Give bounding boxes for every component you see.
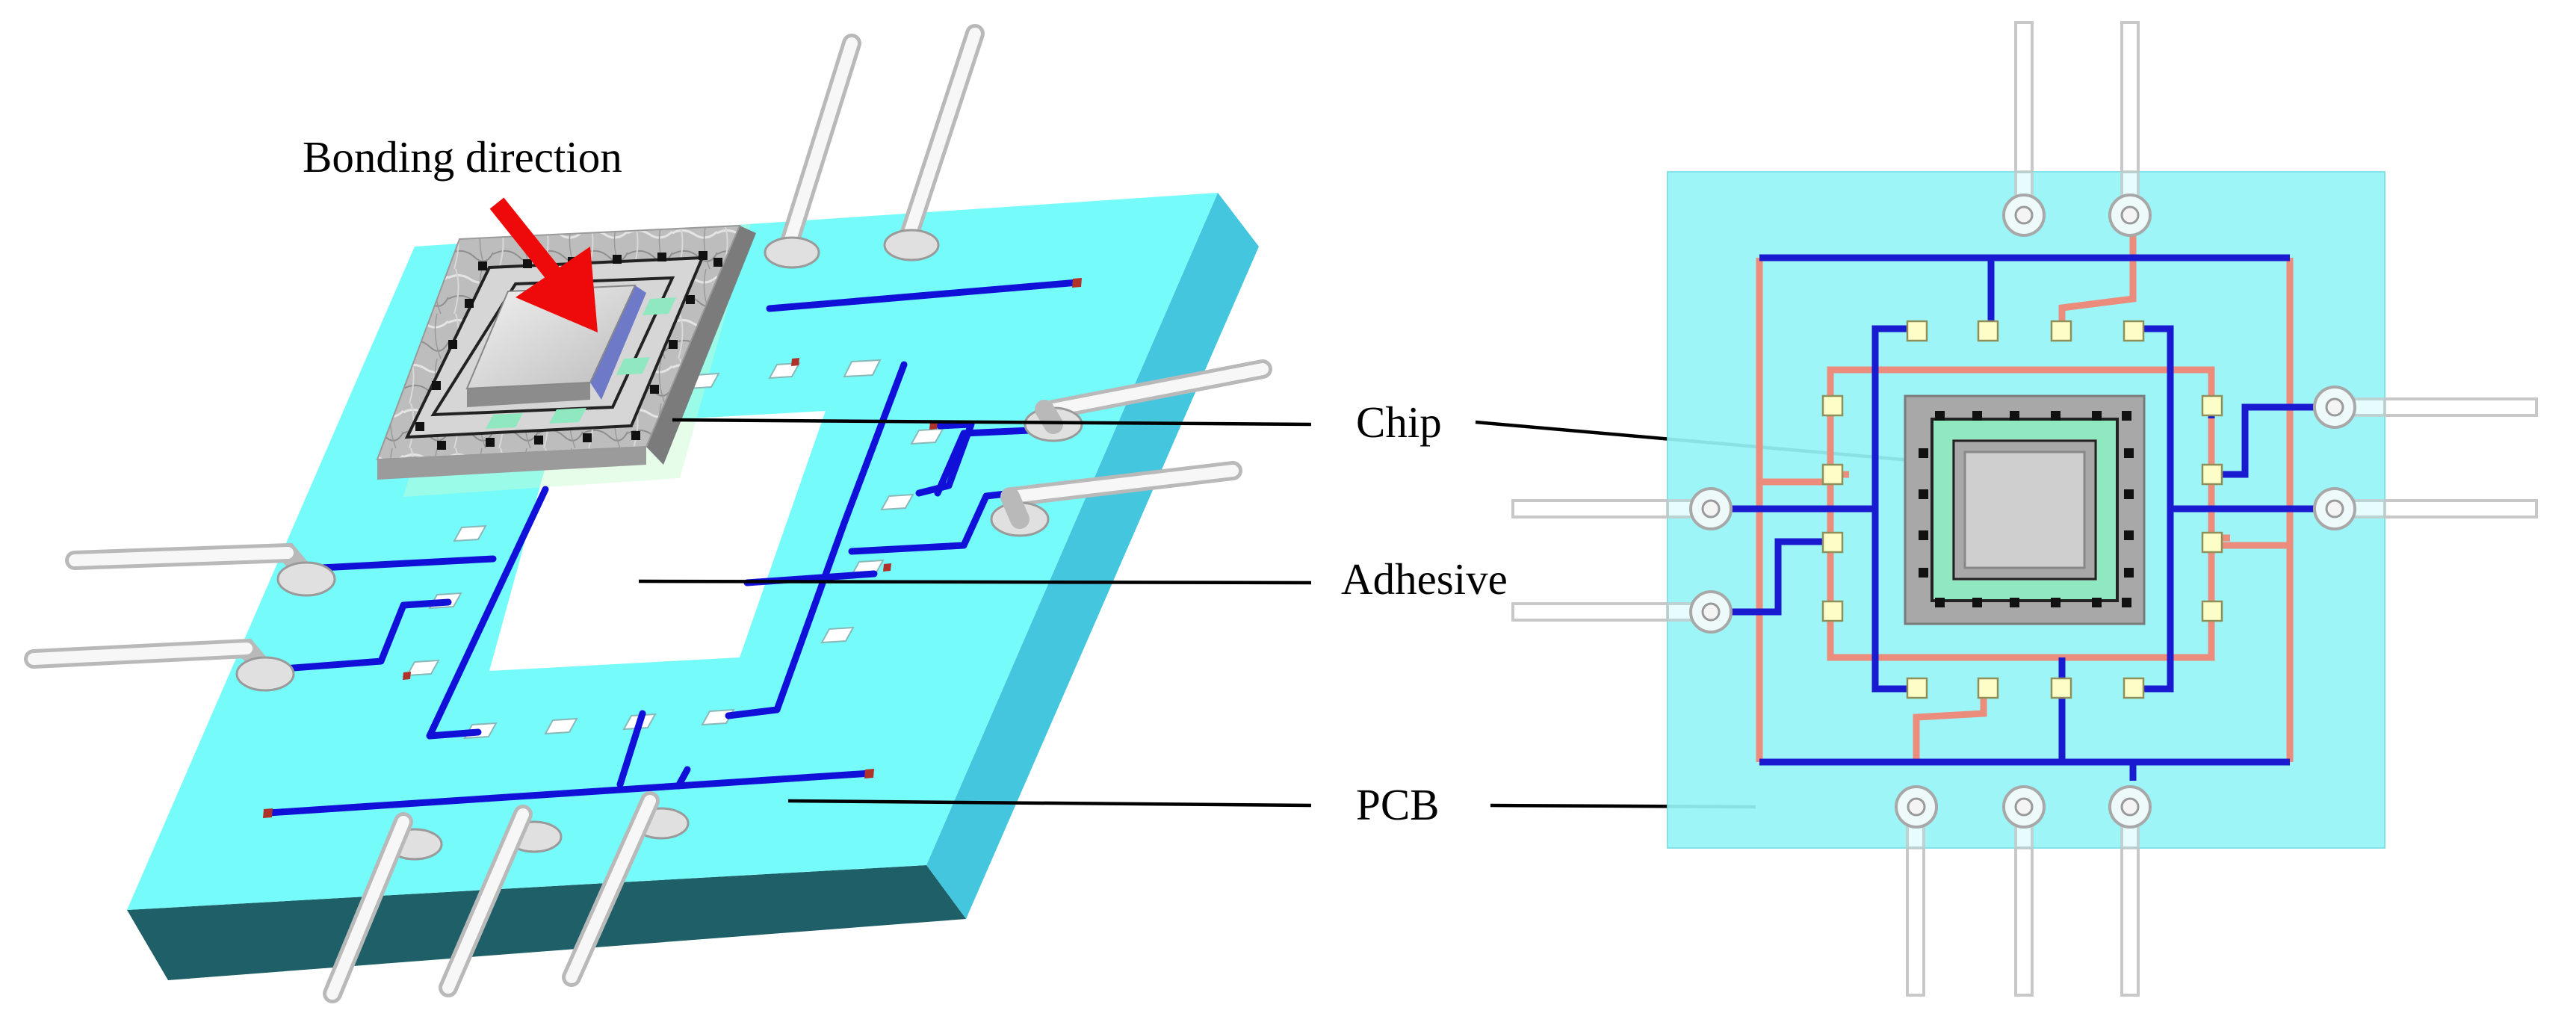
chip-substrate-front: [377, 447, 646, 480]
pcb-traces-3d: [263, 278, 1082, 818]
trace-end: [883, 563, 891, 572]
chip-die-2d: [1963, 451, 2086, 569]
label-pcb: PCB: [1356, 780, 1440, 829]
ring-pads-2d: [1689, 194, 2356, 829]
label-bonding-direction: Bonding direction: [303, 132, 622, 182]
pad: [453, 524, 487, 542]
labels: Bonding direction Chip Adhesive PCB: [303, 132, 1962, 829]
pad: [910, 427, 944, 445]
label-adhesive: Adhesive: [1341, 554, 1508, 604]
chip-die-right: [590, 285, 646, 400]
top-view: [1511, 21, 2538, 997]
chip-substrate-right: [646, 226, 756, 465]
pad: [820, 626, 855, 644]
chip-die-front: [467, 383, 590, 407]
pad: [880, 493, 914, 511]
pin-bottom-2: [439, 805, 563, 997]
label-chip: Chip: [1356, 397, 1442, 447]
pcb-right-face: [926, 193, 1259, 919]
trace-end: [263, 808, 273, 818]
pin-top-1: [764, 34, 861, 269]
green-pad: [643, 297, 676, 315]
pad: [701, 708, 735, 726]
green-pad: [549, 408, 586, 424]
pad: [843, 359, 882, 378]
pin-top-2: [883, 24, 985, 261]
chip-2d: [1904, 394, 2146, 625]
pin-left-2: [24, 638, 295, 692]
chip-circuit-inner: [430, 276, 675, 417]
chip-adhesive-ring-2d: [1933, 420, 2117, 600]
chip-bumps-2d: [1919, 411, 2134, 607]
pin-bottom-1: [323, 812, 443, 1003]
leader-chip-3d: [672, 418, 1312, 427]
pin-right-2: [990, 461, 1242, 537]
blue-traces-2d: [1715, 254, 2323, 781]
pin-left-1: [65, 542, 336, 597]
pad: [406, 659, 440, 677]
isometric-view: [24, 24, 1272, 1003]
yellow-pads-2d: [1821, 320, 2223, 699]
green-pad: [616, 357, 650, 375]
leader-pcb-3d: [787, 799, 1312, 808]
bonding-direction-arrow: [489, 197, 598, 332]
trace-end: [1072, 278, 1082, 288]
trace-end: [403, 672, 411, 680]
leader-adhesive: [638, 579, 1312, 585]
adhesive-window: [489, 411, 826, 671]
pcb-front-face: [127, 865, 966, 980]
trace-end: [864, 769, 874, 778]
trace-end: [929, 421, 938, 430]
pad: [544, 717, 578, 735]
green-pad: [486, 413, 523, 429]
pin-bottom-3: [562, 791, 690, 987]
trace-end: [791, 358, 799, 366]
